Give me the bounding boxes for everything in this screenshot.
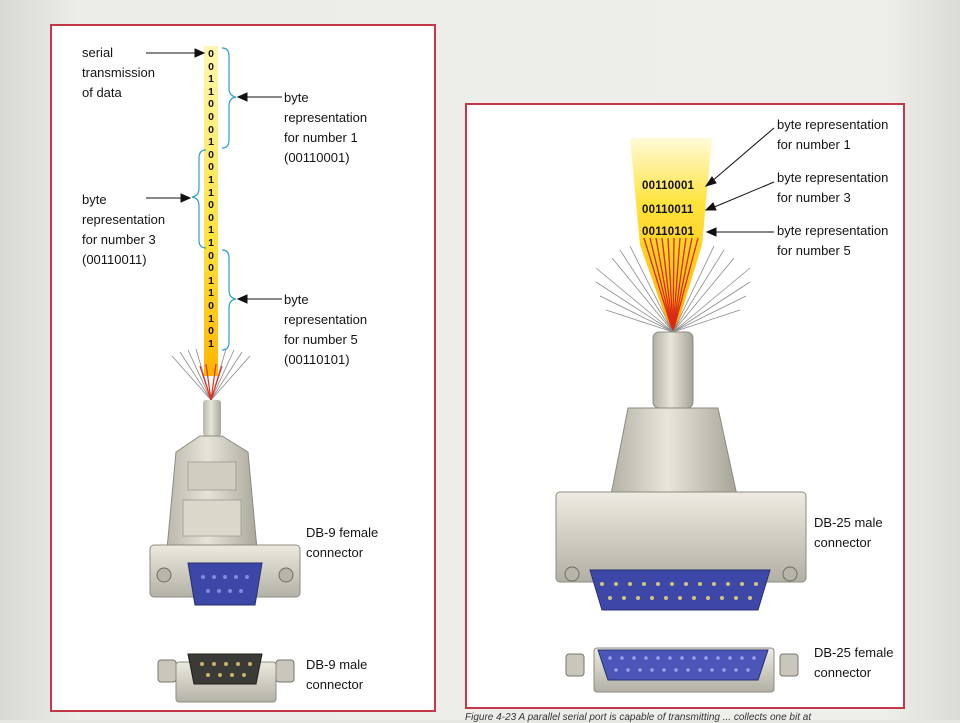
serial-bit: 1 (208, 85, 214, 98)
brace-byte-1 (221, 47, 237, 149)
serial-bit-beam (204, 46, 218, 376)
parallel-byte-3: 00110011 (642, 204, 694, 216)
serial-bit: 1 (208, 174, 214, 186)
arrow-parallel-byte3 (711, 181, 775, 209)
serial-cable (203, 400, 221, 436)
serial-bit: 0 (208, 300, 214, 312)
db25-female-connector (565, 647, 799, 693)
parallel-byte-1: 00110001 (642, 180, 695, 192)
db25-male-plate (555, 491, 807, 583)
brace-byte-3 (191, 149, 207, 249)
serial-bit: 0 (208, 60, 214, 73)
serial-bit: 0 (208, 199, 214, 212)
serial-bit: 1 (208, 224, 214, 237)
serial-bit: 0 (208, 211, 214, 224)
brace-byte-5 (221, 249, 237, 351)
parallel-byte3-label: byte representation for number 3 (777, 170, 889, 205)
db9-female-label: DB-9 female connector (306, 525, 379, 560)
serial-bit: 1 (208, 287, 214, 300)
serial-bit: 0 (208, 111, 214, 123)
parallel-byte5-label: byte representation for number 5 (777, 223, 889, 258)
serial-bit: 0 (208, 262, 214, 275)
serial-bit: 0 (208, 325, 214, 338)
serial-byte5-label: byte representation for number 5 (001101… (284, 292, 368, 367)
serial-byte3-label: byte representation for number 3 (001100… (82, 192, 166, 267)
parallel-wire-fan (595, 245, 751, 333)
db9-female-pin-face (187, 562, 263, 606)
db9-male-connector (157, 653, 295, 703)
serial-bit: 1 (208, 337, 214, 350)
db25-male-label: DB-25 male connector (814, 515, 883, 550)
serial-bit: 1 (208, 186, 214, 199)
serial-byte1-label: byte representation for number 1 (001100… (284, 90, 368, 165)
serial-bit: 0 (208, 148, 214, 161)
serial-bit: 0 (208, 48, 214, 60)
parallel-bit-beam (630, 138, 712, 330)
parallel-cable (652, 331, 694, 409)
db25-female-label: DB-25 female connector (814, 645, 894, 680)
serial-bit: 0 (208, 249, 214, 262)
parallel-red-wires (643, 237, 699, 333)
figure-caption: Figure 4-23 A parallel serial port is ca… (465, 712, 812, 723)
serial-bit: 1 (208, 274, 214, 287)
serial-bit: 1 (208, 237, 214, 249)
parallel-byte1-label: byte representation for number 1 (777, 117, 889, 152)
serial-transmission-label: serial transmission of data (82, 45, 155, 100)
serial-bit: 1 (208, 73, 214, 86)
serial-bit: 1 (208, 136, 214, 149)
arrow-parallel-byte1 (710, 127, 775, 183)
db25-male-hood (609, 407, 739, 501)
db25-male-pin-face (589, 569, 771, 611)
serial-bit: 1 (208, 312, 214, 325)
serial-bit: 0 (208, 123, 214, 136)
serial-bit: 0 (208, 161, 214, 174)
serial-bit: 0 (208, 98, 214, 111)
db9-male-label: DB-9 male connector (306, 657, 368, 692)
parallel-byte-5: 00110101 (642, 226, 695, 238)
